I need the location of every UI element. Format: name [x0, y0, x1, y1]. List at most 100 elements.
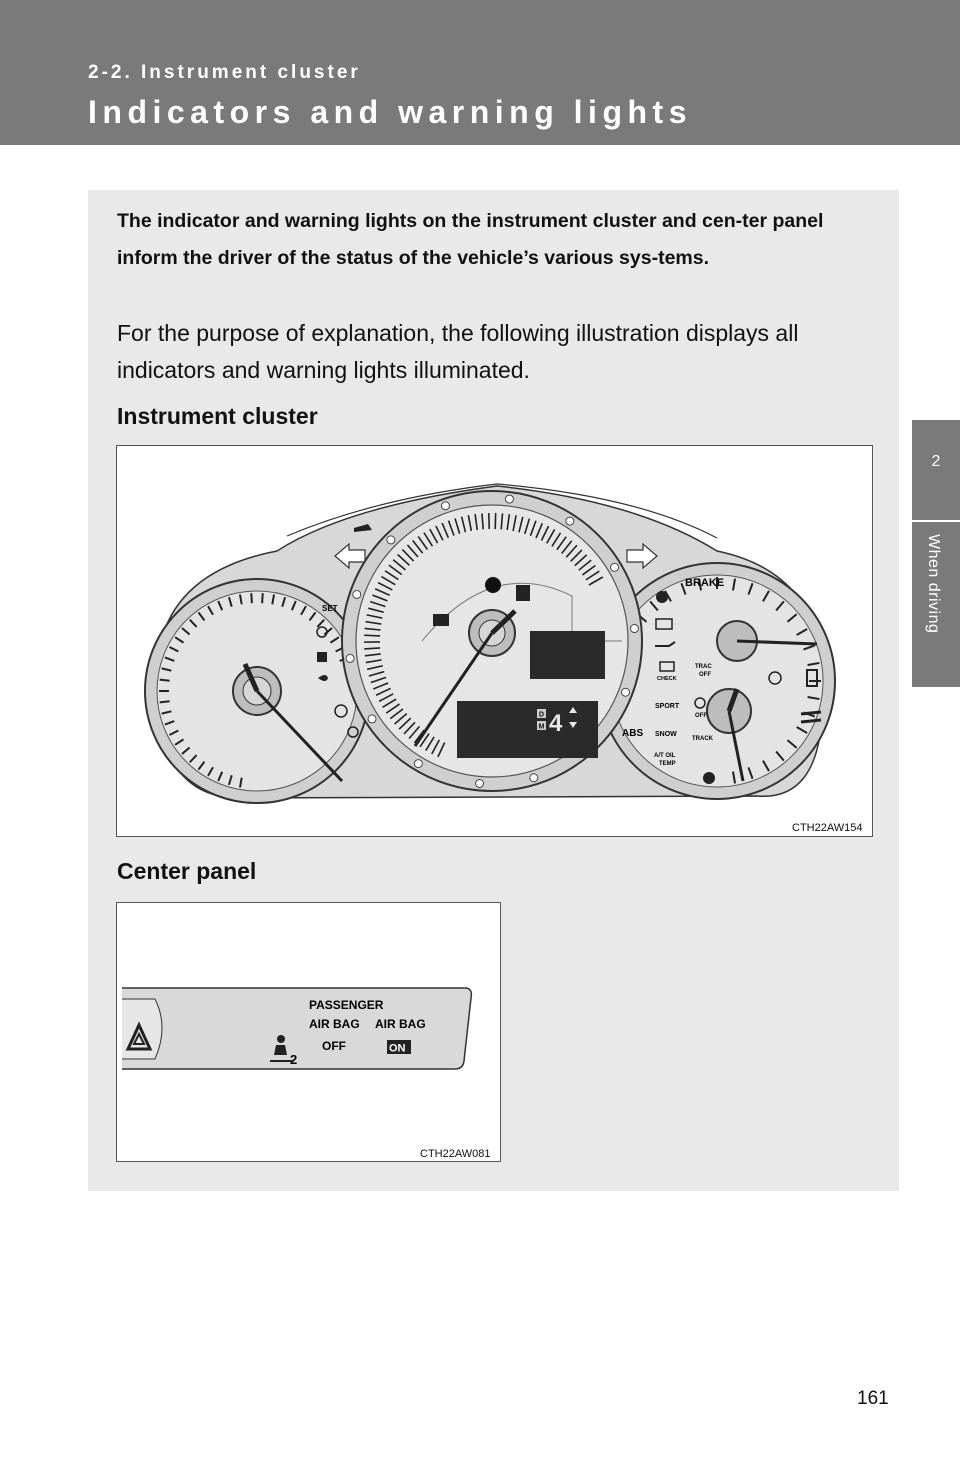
- chapter-tab-label: When driving: [912, 522, 960, 687]
- center-panel-figure-code: CTH22AW081: [420, 1148, 491, 1160]
- gauge-tick: [364, 647, 381, 650]
- gauge-tick: [373, 682, 389, 690]
- bezel-bolt: [610, 562, 620, 572]
- gauge-tick: [323, 627, 333, 636]
- gauge-tick: [570, 549, 583, 562]
- gauge-tick: [375, 687, 391, 696]
- gauge-tick: [369, 600, 386, 608]
- gauge-tick: [329, 636, 340, 644]
- gauge-tick: [385, 703, 400, 714]
- gauge-tick: [281, 596, 287, 607]
- trac-off-label: OFF: [699, 672, 711, 678]
- sport-label: SPORT: [655, 703, 680, 710]
- bezel-bolt: [413, 759, 423, 769]
- gauge-tick: [561, 540, 573, 554]
- gauge-tick: [454, 518, 461, 535]
- gauge-tick: [437, 742, 446, 758]
- gauge-tick: [382, 698, 397, 709]
- gauge-tick: [217, 771, 224, 782]
- cruise-icon: [316, 626, 328, 638]
- gauge-tick: [786, 739, 798, 749]
- gauge-tick: [316, 619, 325, 628]
- gauge-tick: [423, 532, 434, 547]
- charging-icon: [655, 618, 673, 630]
- gauge-tick: [164, 656, 175, 662]
- gauge-tick: [290, 600, 297, 611]
- gauge-tick: [447, 520, 455, 536]
- security-indicator-icon: [433, 614, 449, 626]
- gauge-tick: [181, 627, 191, 636]
- gauge-tick: [207, 766, 214, 777]
- gauge-tick: [762, 590, 770, 602]
- airbag-on-label-top: AIR BAG: [375, 1017, 426, 1031]
- check-label: CHECK: [657, 676, 677, 682]
- slip-indicator-icon: [516, 585, 530, 601]
- gauge-tick: [588, 576, 604, 586]
- gauge-tick: [227, 775, 233, 786]
- gauge-tick: [174, 636, 185, 644]
- gauge-tick: [392, 559, 406, 571]
- bezel-bolt: [352, 589, 362, 599]
- bezel-bolt: [621, 687, 631, 697]
- gauge-tick: [384, 570, 399, 581]
- gauge-tick: [380, 575, 396, 586]
- airbag-off-label-top: AIR BAG: [309, 1017, 360, 1031]
- gauge-tick: [417, 535, 429, 550]
- cluster-figure-code: CTH22AW154: [792, 822, 863, 834]
- gauge-tick: [481, 513, 485, 530]
- bezel-bolt: [565, 516, 575, 526]
- gauge-tick: [512, 515, 517, 532]
- bezel-bolt: [440, 501, 450, 511]
- gauge-tick: [803, 644, 816, 651]
- gauge-tick: [413, 729, 425, 744]
- center-panel-illustration: PASSENGER AIR BAG AIR BAG OFF ON 2: [122, 987, 473, 1070]
- gauge-tick: [370, 676, 387, 684]
- gauge-tick: [731, 771, 737, 784]
- gauge-tick: [408, 725, 421, 740]
- passenger-seatbelt-icon: [277, 1035, 285, 1043]
- gauge-tick: [649, 600, 659, 612]
- gear-m-label: M: [539, 724, 545, 731]
- bezel-bolt: [529, 773, 539, 783]
- center-panel-figure: PASSENGER AIR BAG AIR BAG OFF ON 2 CTH22…: [116, 902, 501, 1162]
- gauge-tick: [747, 582, 754, 595]
- bezel-bolt: [629, 624, 639, 634]
- gauge-tick: [500, 513, 504, 530]
- airbag-on-indicator: [387, 1040, 411, 1054]
- gauge-tick: [403, 721, 416, 735]
- gauge-tick: [441, 522, 450, 539]
- intro-bold-text: The indicator and warning lights on the …: [117, 210, 824, 269]
- gauge-tick: [398, 717, 412, 730]
- header-band: [0, 0, 960, 145]
- vsc-icon: [694, 697, 706, 709]
- gauge-tick: [207, 605, 214, 616]
- intro-regular-text: For the purpose of explanation, the foll…: [117, 320, 799, 383]
- section-label: 2-2. Instrument cluster: [88, 62, 361, 83]
- gauge-tick: [308, 611, 317, 622]
- gauge-tick: [731, 578, 737, 591]
- page-number: 161: [857, 1388, 889, 1409]
- gauge-tick: [431, 739, 441, 755]
- seatbelt-icon: [656, 591, 668, 603]
- master-warning-icon: [768, 671, 782, 685]
- instrument-cluster-figure: SET BRAKE CHECK TRAC OFF SPORT OFF SNOW …: [116, 445, 873, 837]
- gauge-tick: [365, 659, 382, 664]
- gauge-tick: [366, 614, 383, 619]
- brake-label: BRAKE: [685, 577, 724, 589]
- seatbelt-reminder-icon: [317, 652, 327, 662]
- gauge-tick: [796, 726, 808, 734]
- gauge-tick: [565, 544, 578, 558]
- gauge-tick: [697, 578, 703, 591]
- gauge-tick: [460, 516, 467, 533]
- gauge-tick: [581, 564, 596, 576]
- gauge-tick: [807, 695, 820, 701]
- gauge-tick: [374, 588, 391, 597]
- vsc-off-label: OFF: [695, 713, 707, 719]
- gauge-tick: [197, 760, 206, 771]
- oil-pressure-icon: [655, 641, 676, 647]
- front-fog-icon: [347, 726, 359, 738]
- gauge-tick: [261, 593, 264, 604]
- gauge-tick: [227, 596, 233, 607]
- gauge-tick: [467, 515, 473, 532]
- gauge-tick: [425, 736, 435, 751]
